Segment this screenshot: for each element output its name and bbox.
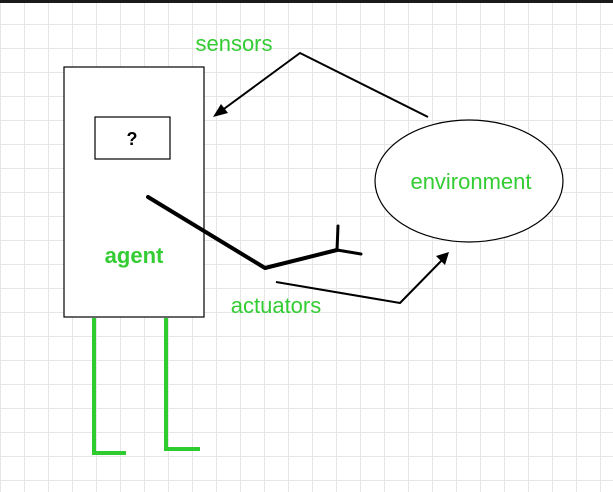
agent-box	[63, 66, 205, 318]
sensors-arrow	[216, 52, 429, 118]
actuator-gripper-bottom	[335, 248, 363, 256]
sensors-label: sensors	[195, 31, 272, 56]
actuator-arm	[146, 195, 339, 270]
agent-label: agent	[105, 243, 164, 268]
actuators-arrow	[275, 255, 447, 304]
actuator-gripper-top	[335, 224, 340, 252]
actuators-arrowhead	[436, 252, 449, 265]
agent-right-leg	[164, 318, 200, 451]
top-border	[0, 0, 613, 3]
environment-ellipse	[374, 119, 564, 243]
unknown-label: ?	[127, 129, 138, 149]
environment-label: environment	[410, 169, 531, 194]
unknown-box	[94, 116, 171, 160]
agent-left-leg	[92, 318, 126, 455]
sensors-arrowhead	[213, 104, 228, 117]
actuators-label: actuators	[231, 293, 322, 318]
